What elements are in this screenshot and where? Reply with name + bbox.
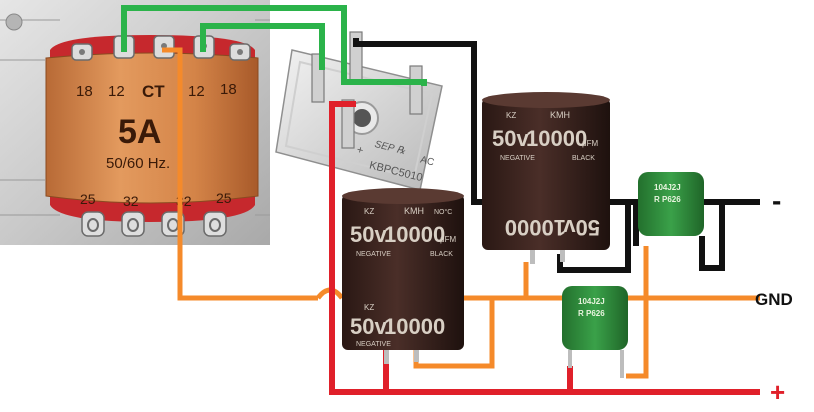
screw-icon [5, 13, 23, 31]
cap-voltage: 50v [350, 222, 387, 247]
cap-polarity: NEGATIVE [500, 155, 535, 162]
cap-brand: KMH [550, 110, 570, 120]
green-wire [200, 23, 325, 70]
film-cap-body [562, 286, 628, 350]
film-capacitor-2: 104J2J R P626 [562, 286, 628, 378]
capacitor-body [482, 98, 610, 250]
bridge-rectifier: + SEP ℞ AC KBPC5010 [275, 31, 443, 191]
cap-logo-icon: KZ [364, 207, 374, 216]
red-wire [329, 101, 760, 395]
bridge-plus: + [355, 144, 364, 157]
tap-label: 12 [188, 83, 205, 100]
output-gnd-label: GND [755, 290, 793, 309]
cap-brand: KMH [404, 206, 424, 216]
electrolytic-capacitor-2: KZ KMH NO°C 50v 10000 μFM NEGATIVE BLACK… [342, 188, 464, 364]
bottom-tap-labels: 25 32 32 25 [80, 190, 232, 209]
bridge-hole-inner [353, 109, 371, 127]
bridge-pin [341, 99, 355, 149]
cap-unit: μFM [582, 139, 598, 148]
capacitor-lead [384, 350, 389, 364]
black-wire [353, 38, 639, 246]
film-cap-lead [620, 350, 624, 378]
output-positive-label: + [770, 377, 785, 407]
black-wire [699, 202, 725, 271]
green-wires [121, 5, 427, 86]
capacitor-body [342, 194, 464, 350]
cap-voltage: 50v [563, 215, 600, 240]
film-cap-code: 104J2J [578, 297, 605, 306]
green-wire [121, 5, 427, 86]
cap-logo-icon: KZ [364, 303, 374, 312]
cap-logo-icon: KZ [506, 111, 516, 120]
cap-bottom-markings: 50v 10000 [505, 215, 600, 240]
tap-label: 32 [123, 193, 139, 209]
capacitor-lead [560, 250, 565, 262]
output-negative-label: - [772, 185, 781, 216]
electrolytic-capacitor-1: KZ KMH 50v 10000 μFM NEGATIVE BLACK 50v … [482, 92, 610, 264]
film-cap-marks: R P626 [654, 195, 681, 204]
tap-label: 18 [76, 83, 93, 100]
film-cap-lead [568, 350, 572, 368]
film-cap-marks: R P626 [578, 309, 605, 318]
transformer-frequency: 50/60 Hz. [106, 155, 170, 172]
top-tap-labels: 18 12 CT 12 18 [76, 81, 237, 101]
transformer-rating: 5A [118, 113, 161, 151]
capacitor-lead [414, 350, 419, 362]
cap-series: BLACK [572, 155, 595, 162]
tap-label: 12 [108, 83, 125, 100]
tap-label: CT [142, 82, 165, 101]
cap-capacitance: 10000 [505, 215, 566, 240]
orange-wire [626, 246, 649, 379]
transformer: 18 12 CT 12 18 5A 50/60 Hz. 25 32 32 25 [0, 0, 270, 245]
cap-polarity: NEGATIVE [356, 251, 391, 258]
orange-wire [162, 47, 318, 301]
cap-voltage: 50v [492, 126, 529, 151]
film-cap-code: 104J2J [654, 183, 681, 192]
cap-series: BLACK [430, 251, 453, 258]
tap-label: 25 [80, 191, 96, 207]
cap-unit: μFM [440, 235, 456, 244]
cap-capacitance: 10000 [384, 314, 445, 339]
cap-polarity: NEGATIVE [356, 341, 391, 348]
bridge-pin [409, 65, 423, 115]
capacitor-lead [530, 250, 535, 264]
cap-capacitance: 10000 [526, 126, 587, 151]
capacitor-top [482, 92, 610, 108]
cap-tolerance: NO°C [434, 208, 452, 216]
tap-label: 18 [220, 81, 237, 98]
cap-capacitance: 10000 [384, 222, 445, 247]
film-cap-body [638, 172, 704, 236]
film-capacitor-1: 104J2J R P626 [638, 172, 704, 236]
capacitor-top [342, 188, 464, 204]
tap-label: 25 [216, 190, 232, 206]
bridge-ac: AC [419, 154, 435, 168]
cap-voltage: 50v [350, 314, 387, 339]
